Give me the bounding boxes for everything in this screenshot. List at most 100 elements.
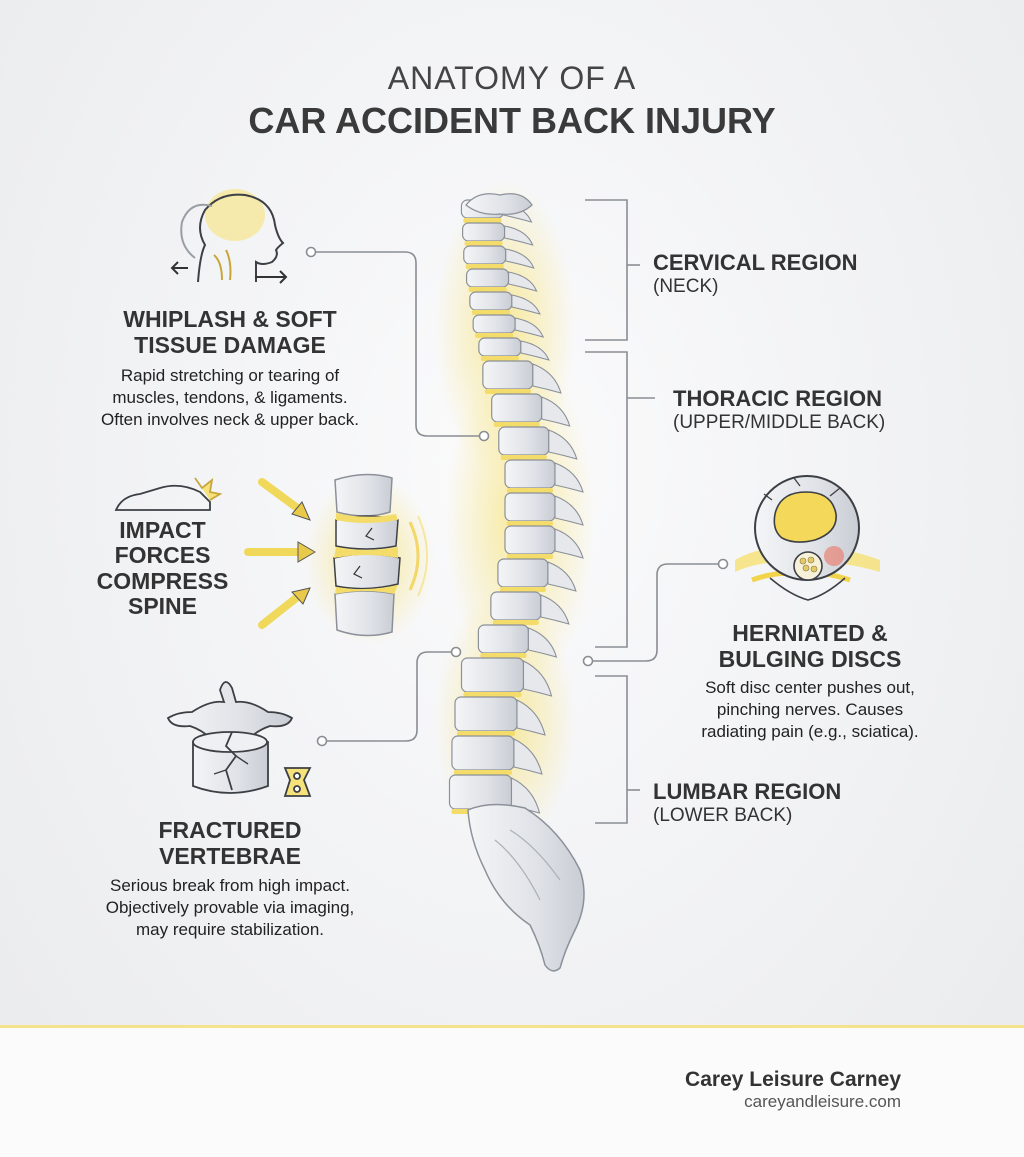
thoracic-sub: (UPPER/MIDDLE BACK)	[673, 412, 886, 433]
impact-line-4: SPINE	[127, 592, 198, 619]
spinous-process	[504, 225, 534, 246]
intervertebral-disc	[463, 692, 522, 697]
spine-diagram	[114, 180, 880, 972]
spinous-process	[554, 462, 584, 493]
cervical-title: CERVICAL REGION	[653, 250, 858, 275]
whiplash-body-line-1: Rapid stretching or tearing of	[120, 366, 340, 385]
fracture-body-line-3: may require stabilization.	[135, 920, 325, 940]
cervical-label: CERVICAL REGION (NECK)	[653, 250, 858, 298]
intervertebral-disc	[480, 653, 527, 658]
connector-lines	[305, 246, 729, 747]
spinous-process	[547, 561, 577, 592]
spinous-process	[540, 594, 570, 625]
sacrum	[467, 803, 585, 972]
compressed-vertebrae-icon	[305, 473, 435, 645]
spinous-process	[508, 271, 538, 292]
region-brackets	[585, 199, 655, 824]
intervertebral-disc	[480, 356, 519, 361]
spinous-process	[522, 660, 553, 697]
whiplash-heading-line-1: WHIPLASH & SOFT	[123, 306, 337, 332]
vertebra-body	[463, 245, 507, 265]
spinous-process	[513, 738, 543, 775]
vertebra-body	[504, 459, 556, 489]
vertebra-body	[477, 624, 529, 654]
intervertebral-disc	[465, 264, 504, 269]
spinous-process	[541, 396, 571, 427]
intervertebral-disc	[484, 389, 531, 394]
whiplash-description: Rapid stretching or tearing of muscles, …	[60, 365, 400, 431]
car-crash-icon	[114, 477, 223, 511]
intervertebral-disc	[453, 770, 512, 775]
herniated-disc-icon	[735, 475, 880, 601]
whiplash-body-line-3: Often involves neck & upper back.	[101, 410, 359, 430]
vertebra-body	[482, 360, 534, 390]
thoracic-title: THORACIC REGION	[673, 386, 882, 411]
spinous-process	[527, 627, 558, 658]
impact-line-2: FORCES	[114, 542, 211, 569]
herniated-body-line-2: pinching nerves. Causes	[716, 700, 904, 720]
brand-name: Carey Leisure Carney	[685, 1068, 901, 1091]
fracture-heading: FRACTURED VERTEBRAE	[60, 817, 400, 870]
whiplash-body-line-2: muscles, tendons, & ligaments.	[112, 388, 348, 408]
fracture-description: Serious break from high impact. Objectiv…	[50, 875, 410, 941]
intervertebral-disc	[468, 287, 507, 292]
spinous-process	[548, 429, 578, 460]
vertebra-body	[460, 657, 525, 693]
spinous-process	[516, 699, 546, 736]
title-line-2: CAR ACCIDENT BACK INJURY	[248, 100, 776, 141]
spinous-process	[511, 294, 541, 315]
fracture-body-line-2: Objectively provable via imaging,	[105, 898, 355, 918]
intervertebral-disc	[507, 488, 553, 493]
footer-band	[0, 1025, 1024, 1157]
fractured-vertebra-icon	[166, 681, 312, 797]
intervertebral-disc	[499, 587, 546, 592]
spinous-process	[520, 340, 550, 361]
fracture-heading-line-2: VERTEBRAE	[159, 843, 301, 870]
whiplash-heading-line-2: TISSUE DAMAGE	[134, 332, 326, 359]
intervertebral-disc	[475, 333, 514, 338]
vertebra-body	[478, 337, 522, 357]
vertebra-body	[504, 492, 556, 522]
vertebra-body	[504, 525, 556, 555]
vertebra-body	[498, 426, 550, 456]
intervertebral-disc	[500, 455, 547, 460]
whiplash-heading: WHIPLASH & SOFT TISSUE DAMAGE	[60, 306, 400, 359]
intervertebral-disc	[457, 731, 515, 736]
impact-heading: IMPACT FORCES COMPRESS SPINE	[80, 517, 245, 619]
lumbar-title: LUMBAR REGION	[653, 779, 842, 804]
herniated-description: Soft disc center pushes out, pinching ne…	[660, 677, 960, 743]
impact-line-3: COMPRESS	[96, 567, 229, 594]
intervertebral-disc	[464, 241, 503, 246]
fracture-body-line-1: Serious break from high impact.	[110, 876, 350, 895]
herniated-heading: HERNIATED & BULGING DISCS	[660, 620, 960, 673]
website-link[interactable]: careyandleisure.com	[744, 1092, 901, 1111]
vertebra-body	[454, 696, 518, 732]
spinous-process	[514, 317, 545, 338]
whiplash-head-icon	[170, 189, 288, 284]
impact-arrows-icon	[244, 478, 316, 629]
vertebra-body	[491, 393, 543, 423]
intervertebral-disc	[492, 620, 539, 625]
atlas-vertebra	[465, 193, 533, 215]
herniated-heading-line-2: BULGING DISCS	[718, 646, 902, 673]
intervertebral-disc	[493, 422, 540, 427]
fracture-heading-line-1: FRACTURED	[158, 817, 302, 843]
intervertebral-disc	[463, 218, 502, 223]
impact-line-1: IMPACT	[119, 517, 206, 543]
thoracic-label: THORACIC REGION (UPPER/MIDDLE BACK)	[673, 386, 885, 434]
spinous-process	[532, 363, 562, 394]
intervertebral-disc	[507, 554, 553, 559]
vertebra-body	[469, 291, 513, 311]
lumbar-label: LUMBAR REGION (LOWER BACK)	[653, 779, 841, 827]
herniated-body-line-1: Soft disc center pushes out,	[705, 678, 915, 697]
vertebra-body	[462, 222, 506, 242]
title-line-1: ANATOMY OF A	[387, 60, 637, 96]
herniated-body-line-3: radiating pain (e.g., sciatica).	[701, 722, 919, 742]
spinous-process	[554, 495, 584, 526]
spinous-process	[505, 248, 535, 269]
herniated-heading-line-1: HERNIATED &	[732, 620, 888, 646]
vertebra-body	[465, 268, 510, 288]
vertebra-body	[490, 591, 542, 621]
spinous-process	[554, 528, 584, 559]
intervertebral-disc	[471, 310, 510, 315]
